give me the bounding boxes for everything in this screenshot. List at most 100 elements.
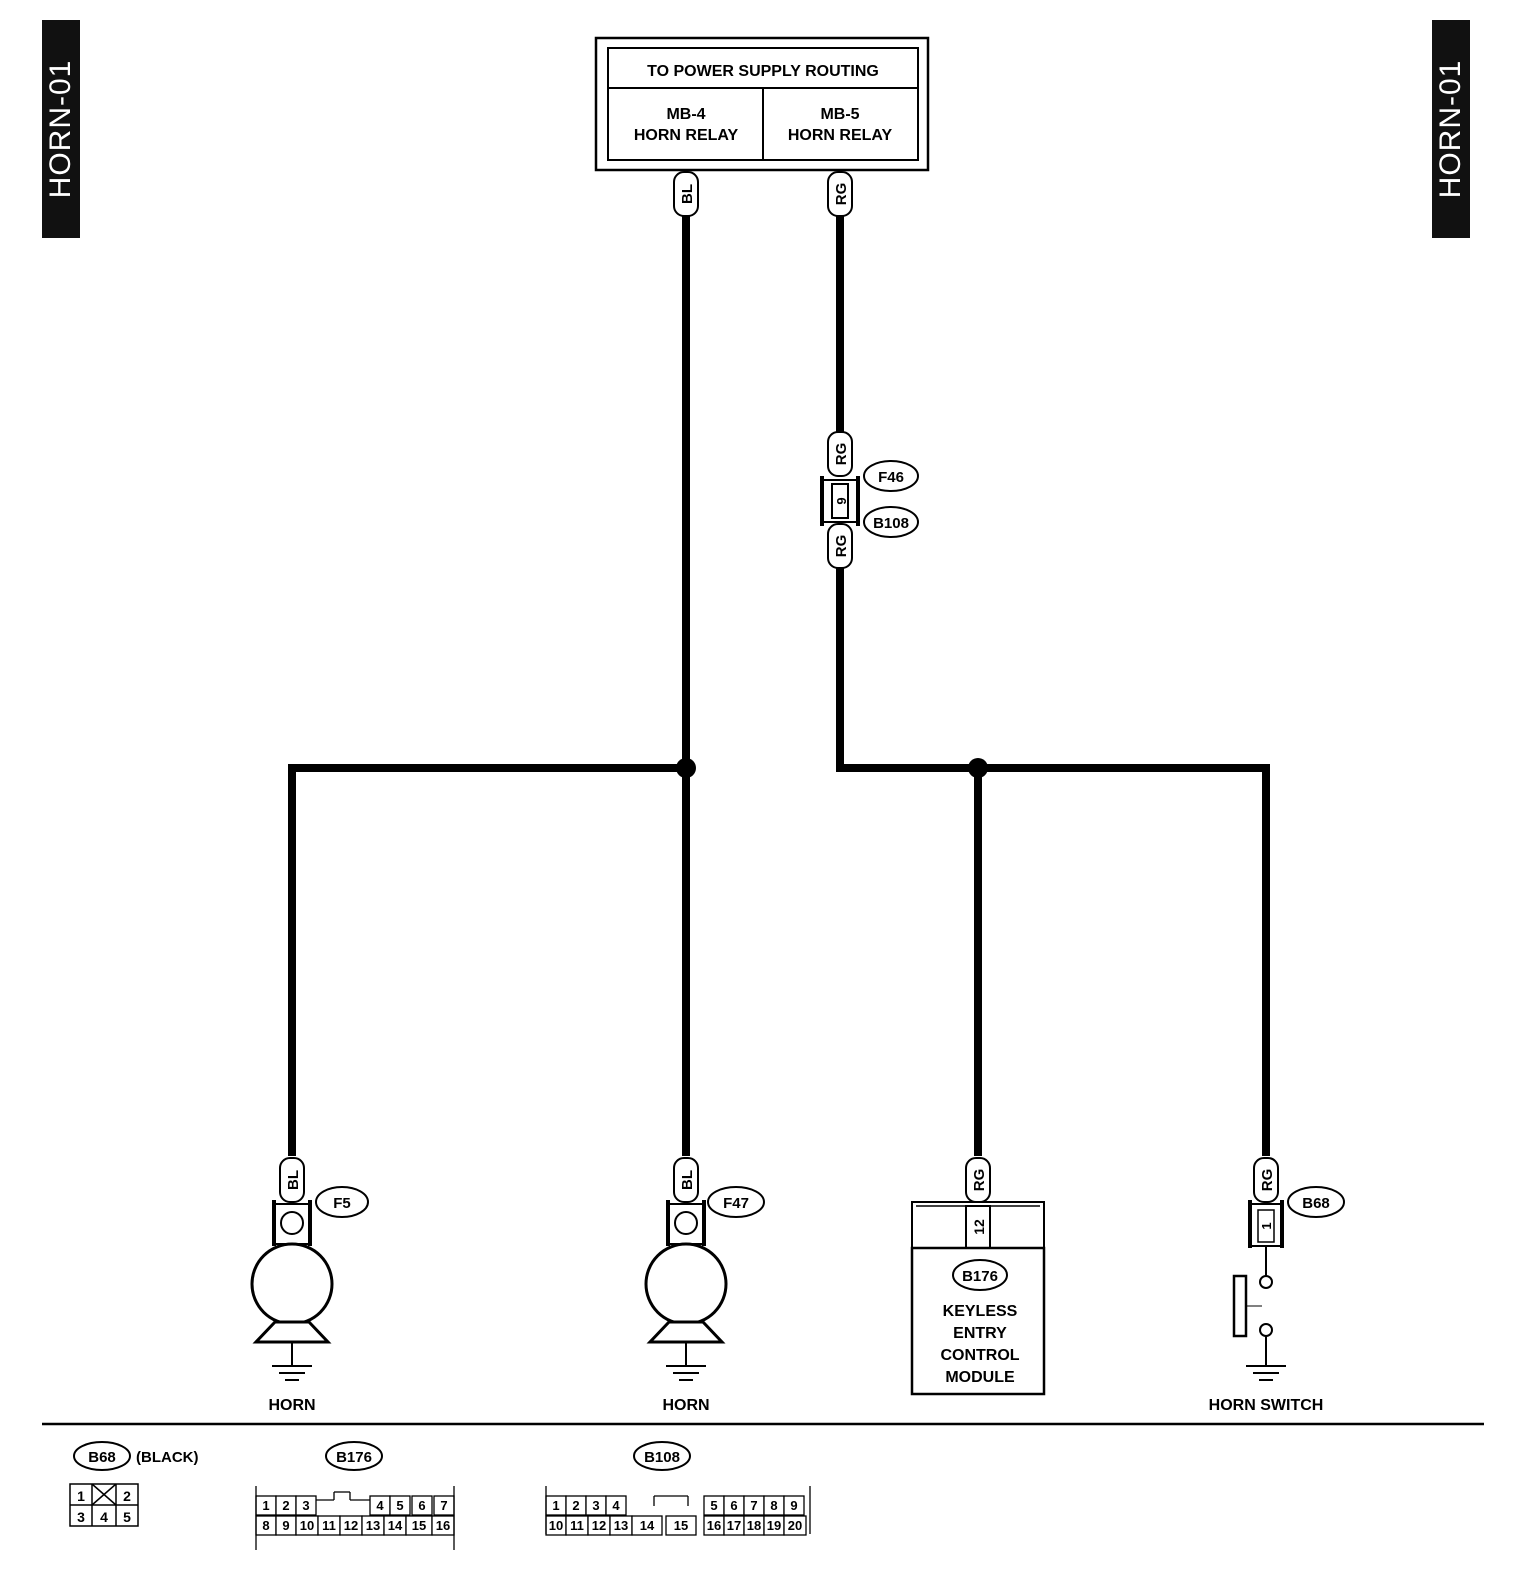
keyless-entry-module: RG 12 B176 KEYLESS ENTRY CONTROL MODULE: [910, 1157, 1046, 1396]
b176-pin-11-label: 11: [322, 1518, 336, 1533]
b108-pin-14-label: 14: [640, 1518, 655, 1533]
b176-pin-12-label: 12: [344, 1518, 358, 1533]
mb4-label: MB-4: [666, 106, 705, 123]
wire-rg-bottom: [836, 566, 1270, 1156]
b108-pin-11-label: 11: [570, 1518, 584, 1533]
b108-pin-2-label: 2: [572, 1498, 579, 1513]
legend-b68: B68 (BLACK) 1 2 3 4 5: [69, 1441, 198, 1527]
b108-pin-15-cell: [665, 1515, 697, 1536]
svg-text:RG: RG: [833, 535, 850, 558]
b108-pin-9-cell: [783, 1495, 805, 1516]
horn-left-label: HORN: [268, 1397, 315, 1414]
b176-pin-1-label: 1: [262, 1498, 269, 1513]
b176-pin-6-label: 6: [418, 1498, 425, 1513]
b176-pin-6-cell: [411, 1495, 433, 1516]
svg-text:3: 3: [77, 1509, 85, 1525]
connector-f46-label: F46: [878, 469, 904, 486]
connector-b176-label: B176: [962, 1268, 998, 1285]
b108-pin-12-label: 12: [592, 1518, 606, 1533]
page-tag-right: HORN-01: [1432, 20, 1470, 238]
b176-pin-10-label: 10: [300, 1518, 314, 1533]
connector-f47-label: F47: [723, 1195, 749, 1212]
module-line4: MODULE: [945, 1369, 1015, 1386]
b108-pin-6-label: 6: [730, 1498, 737, 1513]
junction-bl: [676, 758, 696, 778]
svg-text:4: 4: [100, 1509, 108, 1525]
mb5-relay-label: HORN RELAY: [788, 127, 893, 144]
switch-pin: 1: [1259, 1222, 1274, 1229]
b108-pin-5-label: 5: [710, 1498, 717, 1513]
b176-pin-4-label: 4: [376, 1498, 384, 1513]
module-line1: KEYLESS: [943, 1303, 1018, 1320]
page-tag-left: HORN-01: [42, 20, 80, 238]
b108-pin-15-label: 15: [674, 1518, 688, 1533]
b108-pin-18-label: 18: [747, 1518, 761, 1533]
b108-pin-1-label: 1: [552, 1498, 559, 1513]
wires: [288, 214, 1270, 1156]
mb4-relay-label: HORN RELAY: [634, 127, 739, 144]
horn-right-label: HORN: [662, 1397, 709, 1414]
b108-pin-4-label: 4: [612, 1498, 620, 1513]
svg-text:RG: RG: [1259, 1169, 1276, 1192]
svg-text:B68: B68: [88, 1449, 116, 1466]
module-line2: ENTRY: [953, 1325, 1007, 1342]
mb5-label: MB-5: [820, 106, 859, 123]
b108-pin-4-cell: [605, 1495, 627, 1516]
b176-pin-7-label: 7: [440, 1498, 447, 1513]
svg-text:RG: RG: [833, 183, 850, 206]
b108-pin-13-label: 13: [614, 1518, 628, 1533]
svg-text:B176: B176: [336, 1449, 372, 1466]
wire-bl-branch: [288, 764, 686, 1156]
switch-contact-bottom: [1259, 1323, 1273, 1337]
b176-pin-13-label: 13: [366, 1518, 380, 1533]
svg-text:B108: B108: [644, 1449, 680, 1466]
b108-pin-14-cell: [631, 1515, 663, 1536]
horn-left-icon: [250, 1242, 334, 1326]
b176-pin-5-cell: [389, 1495, 411, 1516]
b108-pin-17-label: 17: [727, 1518, 741, 1533]
svg-text:BL: BL: [285, 1170, 302, 1190]
b108-pin-8-label: 8: [770, 1498, 777, 1513]
b176-pin-3-label: 3: [302, 1498, 309, 1513]
b176-pin-15-label: 15: [412, 1518, 426, 1533]
svg-text:5: 5: [123, 1509, 131, 1525]
b108-pin-3-label: 3: [592, 1498, 599, 1513]
horn-switch: RG 1 B68 HORN SWITCH: [1209, 1157, 1345, 1414]
module-line3: CONTROL: [940, 1347, 1019, 1364]
horn-left: BL F5 HORN: [250, 1157, 369, 1414]
svg-text:BL: BL: [679, 1170, 696, 1190]
b108-pin-19-label: 19: [767, 1518, 781, 1533]
legend-b68-note: (BLACK): [136, 1449, 198, 1466]
inline-pin: 9: [834, 497, 849, 504]
b176-pin-8-label: 8: [262, 1518, 269, 1533]
b176-pin-14-label: 14: [388, 1518, 403, 1533]
b176-pin-2-label: 2: [282, 1498, 289, 1513]
wire-tag-rg-top: RG: [827, 171, 853, 217]
switch-actuator: [1232, 1274, 1248, 1338]
horn-right: BL F47 HORN: [644, 1157, 765, 1414]
svg-text:1: 1: [77, 1488, 85, 1504]
b176-pin-9-label: 9: [282, 1518, 289, 1533]
module-pin: 12: [971, 1219, 987, 1235]
b176-pin-3-cell: [295, 1495, 317, 1516]
svg-text:RG: RG: [833, 443, 850, 466]
svg-text:RG: RG: [971, 1169, 988, 1192]
b176-pin-16-label: 16: [436, 1518, 450, 1533]
b108-pin-20-label: 20: [788, 1518, 802, 1533]
horn-switch-label: HORN SWITCH: [1209, 1397, 1324, 1414]
b108-pin-9-label: 9: [790, 1498, 797, 1513]
svg-text:BL: BL: [679, 184, 696, 204]
b108-pin-7-label: 7: [750, 1498, 757, 1513]
wire-tag-bl-top: BL: [673, 171, 699, 217]
svg-text:2: 2: [123, 1488, 131, 1504]
power-supply-box: TO POWER SUPPLY ROUTING MB-4 HORN RELAY …: [594, 36, 930, 172]
b176-pin-5-label: 5: [396, 1498, 403, 1513]
connector-b68-label: B68: [1302, 1195, 1330, 1212]
connector-f5-label: F5: [333, 1195, 351, 1212]
connector-b108-label: B108: [873, 515, 909, 532]
b108-pin-16-label: 16: [707, 1518, 721, 1533]
horn-right-icon: [644, 1242, 728, 1326]
